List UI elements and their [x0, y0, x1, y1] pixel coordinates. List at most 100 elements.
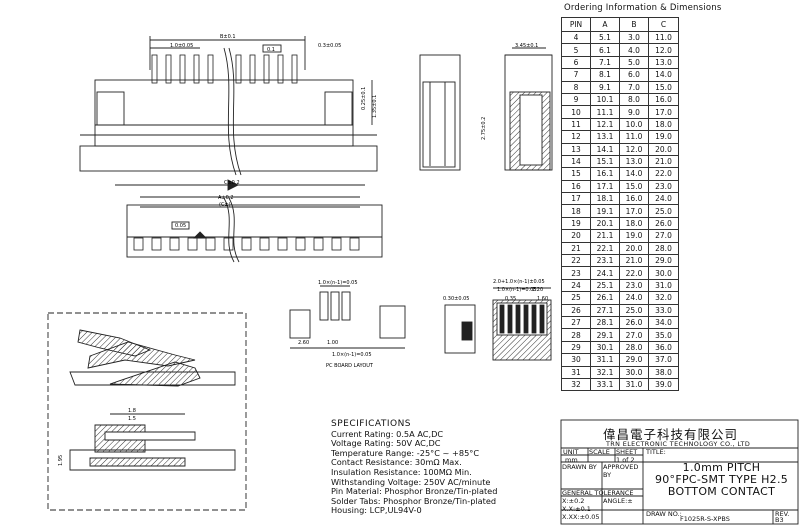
company-name-cn: 偉昌電子科技有限公司	[603, 427, 739, 442]
table-cell: 29	[561, 340, 591, 355]
dim-sec-tol: 1.5	[128, 416, 136, 422]
table-cell: 28.0	[648, 241, 679, 256]
table-cell: 33.1	[590, 377, 620, 392]
approved-by-label: APPROVED BY	[603, 463, 639, 479]
table-cell: 12.0	[619, 142, 649, 156]
table-cell: 12.0	[648, 43, 679, 57]
tolerance-cell: GENERAL TOLERANCE	[562, 490, 643, 497]
table-cell: 25.0	[648, 204, 679, 218]
sheet-cell: SHEET 1 of 2	[616, 448, 643, 464]
pcb-label: PC BOARD LAYOUT	[326, 363, 374, 369]
table-cell: 4	[561, 30, 591, 45]
spec-line: Housing: LCP,UL94V-0	[331, 505, 422, 516]
tolerance-x: X:±0.2	[562, 497, 585, 505]
table-cell: 19.1	[590, 204, 620, 218]
table-cell: 25.0	[619, 303, 649, 318]
table-cell: 10.1	[590, 92, 620, 107]
linear-tolerance-cell: X:±0.2 X.X:±0.1 X.XX:±0.05	[562, 497, 602, 524]
dim-fpc-f: 1.20	[532, 287, 543, 293]
table-cell: 8.0	[619, 92, 649, 107]
table-cell: 22.0	[648, 167, 679, 181]
table-cell: 15	[561, 167, 591, 181]
cross-section	[47, 312, 247, 511]
table-cell: 30.0	[648, 266, 679, 280]
dim-side-top: 3.45±0.1	[515, 43, 538, 49]
dim-top-right: 0.3±0.05	[318, 43, 341, 49]
draw-no-label-cell: DRAW NO.:	[646, 511, 686, 523]
table-cell: 4.0	[619, 43, 649, 57]
dim-bottom-a: A±0.2	[218, 195, 234, 201]
table-cell: 17.0	[648, 105, 679, 119]
table-cell: 16	[561, 179, 591, 194]
table-cell: 22.0	[619, 266, 649, 280]
tolerance-xx: X.X:±0.1	[562, 505, 591, 513]
title-label-cell: TITLE:	[646, 448, 686, 458]
table-cell: 29.0	[619, 353, 649, 367]
table-cell: 20.0	[648, 142, 679, 156]
table-cell: 21.0	[619, 254, 649, 268]
unit-value: mm	[565, 456, 578, 464]
dim-sec-top: 1.8	[128, 408, 136, 414]
table-cell: 30.1	[590, 340, 620, 355]
table-cell: 6	[561, 55, 591, 70]
column-header-b: B	[619, 17, 649, 32]
table-cell: 15.0	[648, 80, 679, 94]
table-cell: 36.0	[648, 340, 679, 355]
column-header-pin: PIN	[561, 17, 591, 32]
unit-label: UNIT	[563, 448, 579, 456]
spec-line: Temperature Range: -25°C ~ +85°C	[331, 447, 480, 458]
table-cell: 39.0	[648, 377, 679, 392]
spec-line: Insulation Resistance: 100MΩ Min.	[331, 466, 472, 477]
table-cell: 27.0	[619, 328, 649, 342]
table-cell: 28	[561, 328, 591, 342]
table-cell: 14.0	[619, 167, 649, 181]
title-line-3: BOTTOM CONTACT	[667, 485, 776, 498]
table-cell: 24.0	[619, 291, 649, 305]
table-cell: 31	[561, 365, 591, 379]
table-cell: 31.0	[648, 278, 679, 293]
dim-fpc-e: 1.60	[537, 296, 548, 302]
dim-pcb-top: 1.0×(n-1)=0.05	[318, 280, 358, 286]
dim-top-c: C±0.2	[224, 180, 240, 186]
specifications: SPECIFICATIONS Current Rating: 0.5A AC,D…	[331, 419, 497, 516]
table-cell: 20.1	[590, 216, 620, 231]
table-cell: 18.0	[619, 216, 649, 231]
table-cell: 8.1	[590, 68, 620, 82]
table-cell: 9	[561, 92, 591, 107]
table-cell: 30	[561, 353, 591, 367]
dim-top-b: B±0.1	[220, 34, 236, 40]
table-cell: 25.1	[590, 278, 620, 293]
rev-value: B3	[775, 516, 784, 524]
top-view	[79, 36, 378, 191]
table-cell: 29.0	[648, 254, 679, 268]
table-cell: 7.1	[590, 55, 620, 70]
scale-label: SCALE	[589, 448, 610, 456]
drawn-by-label: DRAWN BY	[562, 463, 597, 471]
dim-pcb-bottom: 1.0×(n-1)=0.05	[332, 352, 372, 358]
table-cell: 26.0	[648, 216, 679, 231]
dim-height-135: 1.35±0.1	[372, 95, 378, 118]
dim-side-h: 2.75±0.2	[481, 117, 487, 140]
table-cell: 5	[561, 43, 591, 57]
table-cell: 37.0	[648, 353, 679, 367]
table-cell: 18.0	[648, 117, 679, 132]
ordering-title: Ordering Information & Dimensions	[564, 3, 722, 13]
table-cell: 6.1	[590, 43, 620, 57]
fpc-view	[444, 287, 552, 361]
table-cell: 23	[561, 266, 591, 280]
table-cell: 20	[561, 229, 591, 243]
table-cell: 10	[561, 105, 591, 119]
table-cell: 20.0	[619, 241, 649, 256]
tolerance-xxx: X.XX:±0.05	[562, 513, 600, 521]
